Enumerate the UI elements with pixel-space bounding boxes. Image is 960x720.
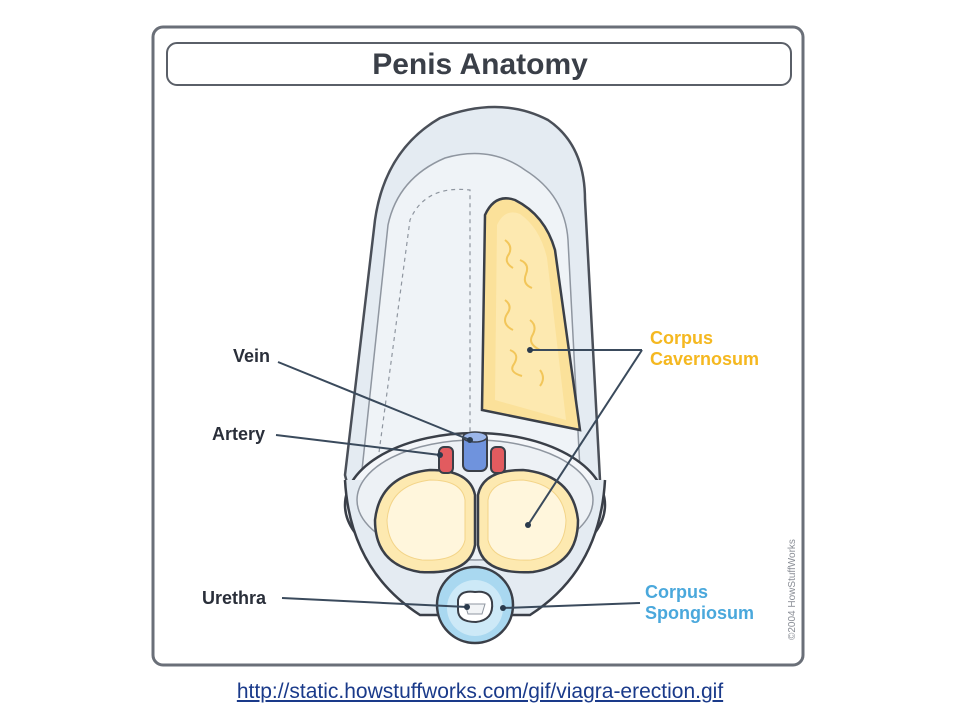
title-bar	[166, 42, 792, 86]
label-urethra: Urethra	[202, 588, 267, 608]
cavernosum-dot-2	[525, 522, 531, 528]
corpus-cavernosum-left-core	[386, 479, 466, 561]
corpus-cavernosum-right-core	[487, 479, 567, 561]
label-corpus-spongiosum-line1: Corpus	[645, 582, 708, 602]
label-corpus-spongiosum-line2: Spongiosum	[645, 603, 754, 623]
label-corpus-cavernosum-line2: Cavernosum	[650, 349, 759, 369]
diagram-title: Penis Anatomy	[372, 48, 588, 81]
penis-anatomy-diagram: Penis Anatomy	[151, 25, 805, 667]
urethra-leader	[281, 597, 468, 608]
cavernosum-leader-2	[527, 349, 643, 526]
copyright-notice: ©2004 HowStuffWorks	[787, 539, 798, 640]
leader-lines	[275, 349, 643, 609]
artery-dot	[437, 452, 443, 458]
artery-right	[490, 446, 506, 474]
label-corpus-cavernosum-line1: Corpus	[650, 328, 713, 348]
urethra-lumen	[464, 603, 486, 615]
dashed-outline	[377, 188, 471, 461]
cavernosum-texture	[504, 239, 544, 387]
artery-left	[438, 446, 454, 474]
dorsal-vein-top	[462, 431, 488, 443]
label-vein: Vein	[233, 346, 270, 366]
source-url-link[interactable]: http://static.howstuffworks.com/gif/viag…	[236, 680, 724, 703]
spongiosum-dot	[500, 605, 506, 611]
label-artery: Artery	[212, 424, 265, 444]
vein-leader	[277, 361, 471, 441]
urethra-dot	[464, 604, 470, 610]
spongiosum-leader	[502, 602, 641, 609]
cavernosum-dot-1	[527, 347, 533, 353]
leader-dots	[437, 347, 533, 611]
artery-leader	[275, 434, 441, 456]
vein-dot	[467, 437, 473, 443]
